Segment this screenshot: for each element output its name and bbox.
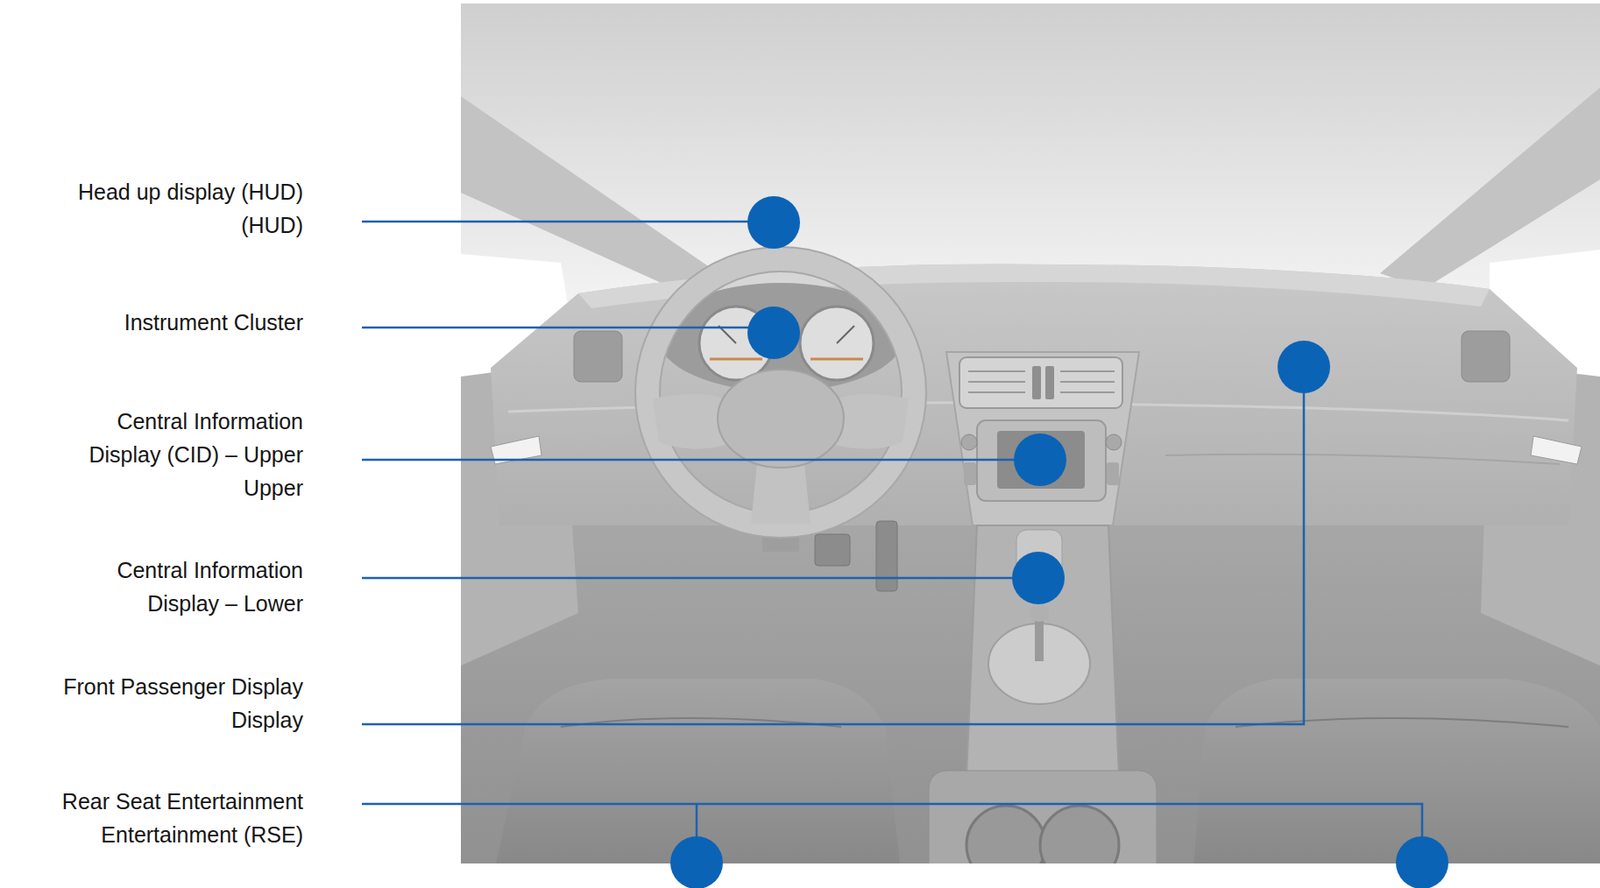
front-seats-part: [1191, 679, 1600, 864]
floor: [460, 490, 1600, 864]
leader-lines: [361, 221, 1423, 864]
center-stack-part: [961, 434, 977, 451]
callout-label: Central Information Display (CID) – Uppe…: [49, 404, 304, 505]
front-seats: [490, 679, 1600, 864]
door-handle-part: [1530, 436, 1582, 465]
pedals-part: [814, 534, 850, 567]
callout-label: Instrument Cluster: [49, 305, 304, 340]
callout-dots-part: [747, 196, 800, 249]
center-stack-part: [1032, 366, 1041, 400]
interior-scene: [460, 3, 1600, 864]
center-stack-part: [1045, 366, 1055, 400]
steering-wheel-part: [647, 259, 914, 526]
leader-lines-part: [361, 459, 1041, 462]
center-stack-part: [946, 352, 1140, 526]
center-stack-part: [959, 357, 1123, 409]
left-a-pillar: [460, 96, 719, 290]
leader-lines-part: [361, 804, 1423, 864]
callout-dots-part: [670, 836, 723, 888]
callout-dots-part: [1395, 836, 1449, 888]
callout-label: Head up display (HUD) (HUD): [49, 175, 304, 242]
center-console-part: [1028, 604, 1050, 623]
side-vent-part: [1461, 331, 1510, 383]
callout-dots: [670, 196, 1449, 888]
steering-wheel-part: [635, 247, 927, 539]
leader-lines-part: [361, 220, 774, 224]
callout-label: Rear Seat Entertainment Entertainment (R…: [49, 785, 304, 852]
cup-holders-part: [928, 771, 1157, 864]
leader-lines-part: [361, 367, 1304, 725]
callout-dots-part: [1013, 433, 1067, 487]
leader-lines-part: [361, 577, 1039, 581]
side-vent-part: [573, 331, 623, 383]
pedals-part: [876, 521, 898, 592]
front-seats-part: [490, 679, 903, 864]
center-stack-part: [968, 371, 1115, 393]
cup-holders-part: [1040, 806, 1119, 864]
leader-lines-part: [361, 326, 774, 330]
center-stack-part: [1106, 462, 1119, 486]
center-stack: [946, 352, 1140, 526]
front-seats-part: [560, 718, 1569, 728]
callout-dots-part: [1277, 340, 1331, 394]
center-stack-part: [1105, 434, 1122, 451]
pedals: [814, 521, 898, 592]
cup-holders-part: [966, 806, 1046, 864]
callout-label: Central Information Display – Lower: [49, 553, 304, 621]
callout-dots-part: [747, 306, 800, 360]
center-stack-part: [963, 462, 977, 486]
steering-wheel-part: [717, 369, 844, 468]
glovebox-line: [1165, 454, 1560, 465]
callout-dots-part: [1012, 552, 1065, 605]
cup-holders: [928, 771, 1157, 864]
callout-label: Front Passenger Display Display: [49, 670, 304, 737]
instrument-gauges-part: [709, 358, 864, 362]
steering-wheel: [635, 247, 927, 553]
right-a-pillar: [1380, 87, 1600, 290]
